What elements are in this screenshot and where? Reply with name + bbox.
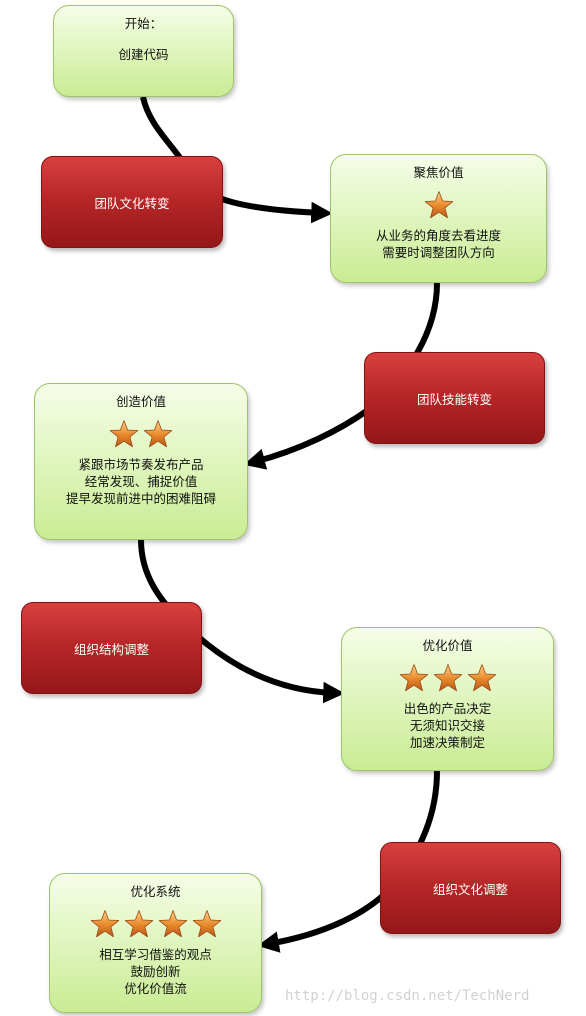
node-focus-value: 聚焦价值 从业务的角度去看进度 需要时调整团队方向	[330, 154, 547, 283]
node-optimize-value: 优化价值 出色的产品决定 无须知识交接 加速决策制定	[341, 627, 554, 771]
node-create-value-title: 创造价值	[115, 394, 166, 409]
transition-org-structure-label: 组织结构调整	[73, 641, 149, 657]
node-optimize-system-stars	[50, 908, 261, 940]
transition-org-culture-label: 组织文化调整	[432, 881, 508, 897]
star-shape	[143, 420, 173, 448]
transition-team-skills-label: 团队技能转变	[416, 391, 492, 407]
node-start-title: 开始：	[124, 16, 163, 31]
node-optimize-system-line-1: 相互学习借鉴的观点	[99, 947, 212, 962]
node-optimize-system-line-2: 鼓励创新	[130, 964, 181, 979]
star-icon	[143, 420, 173, 448]
transition-org-culture: 组织文化调整	[380, 842, 561, 934]
node-focus-value-stars	[331, 189, 546, 221]
watermark-text: http://blog.csdn.net/TechNerd	[285, 988, 530, 1004]
node-focus-value-line-2: 需要时调整团队方向	[382, 245, 495, 260]
star-shape	[158, 910, 187, 938]
star-icon	[109, 420, 139, 448]
node-optimize-system: 优化系统 相互学习借鉴的观点 鼓励创新 优化价值流	[49, 873, 262, 1013]
star-shape	[424, 191, 453, 219]
star-icon	[399, 664, 428, 692]
star-icon	[192, 910, 221, 938]
node-start-line: 创建代码	[118, 47, 169, 62]
node-focus-value-line-1: 从业务的角度去看进度	[375, 228, 501, 243]
star-shape	[124, 910, 153, 938]
node-optimize-system-line-3: 优化价值流	[124, 981, 187, 996]
star-shape	[109, 420, 139, 448]
node-create-value-line-3: 提早发现前进中的困难阻碍	[65, 491, 216, 506]
node-start: 开始： 创建代码	[53, 5, 234, 97]
transition-team-culture: 团队文化转变	[41, 156, 223, 248]
transition-org-structure: 组织结构调整	[21, 602, 202, 694]
node-create-value-line-1: 紧跟市场节奏发布产品	[78, 457, 204, 472]
node-optimize-value-line-2: 无须知识交接	[409, 718, 485, 733]
node-create-value-stars	[35, 418, 247, 450]
node-optimize-value-line-1: 出色的产品决定	[403, 701, 492, 716]
star-shape	[399, 664, 428, 692]
node-optimize-value-line-3: 加速决策制定	[409, 735, 485, 750]
transition-team-skills: 团队技能转变	[364, 352, 545, 444]
node-create-value-line-2: 经常发现、捕捉价值	[84, 474, 198, 489]
star-icon	[158, 910, 187, 938]
star-icon	[467, 664, 496, 692]
star-icon	[90, 910, 119, 938]
star-icon	[124, 910, 153, 938]
node-optimize-value-stars	[342, 662, 553, 694]
star-shape	[467, 664, 496, 692]
star-shape	[90, 910, 119, 938]
node-optimize-system-title: 优化系统	[130, 884, 181, 899]
star-shape	[433, 664, 462, 692]
node-create-value: 创造价值 紧跟市场节奏发布产品 经常发现、捕捉价值 提早发现前进中的困难阻碍	[34, 383, 248, 540]
star-icon	[433, 664, 462, 692]
star-icon	[424, 191, 453, 219]
node-focus-value-title: 聚焦价值	[413, 165, 464, 180]
node-optimize-value-title: 优化价值	[422, 638, 473, 653]
transition-team-culture-label: 团队文化转变	[94, 195, 170, 211]
star-shape	[192, 910, 221, 938]
